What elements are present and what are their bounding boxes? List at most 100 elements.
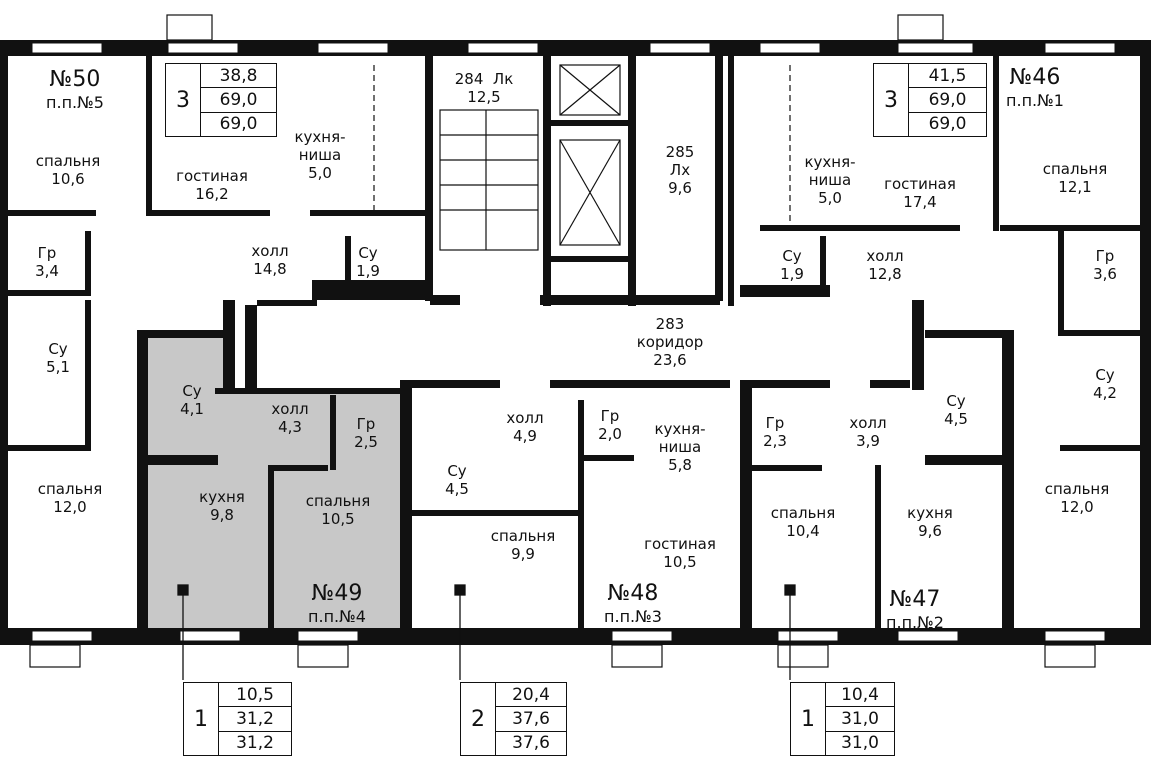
room-name: кухня- ниша bbox=[654, 420, 706, 456]
total-area-with-balcony: 31,0 bbox=[841, 733, 879, 754]
apartment-49-label: №49 п.п.№4 bbox=[308, 581, 366, 627]
total-area-with-balcony: 69,0 bbox=[219, 114, 258, 135]
apartment-number: №50 bbox=[49, 67, 101, 92]
room-area: 17,4 bbox=[903, 193, 937, 211]
room-area: 4,1 bbox=[180, 400, 204, 418]
total-area: 69,0 bbox=[909, 88, 986, 113]
leader-lines bbox=[177, 584, 796, 680]
total-area: 31,0 bbox=[826, 707, 894, 732]
total-area-with-balcony: 69,0 bbox=[928, 114, 967, 135]
room-name: Гр bbox=[600, 407, 620, 425]
room-area: 12,5 bbox=[467, 88, 501, 106]
stairs-and-elevators bbox=[373, 64, 791, 251]
room-area: 5,0 bbox=[308, 164, 332, 182]
room-area: 9,6 bbox=[918, 522, 942, 540]
room-count: 3 bbox=[874, 64, 909, 136]
room-name: холл bbox=[849, 414, 887, 432]
room-area: 2,3 bbox=[763, 432, 787, 450]
room-name: гостиная bbox=[644, 535, 716, 553]
room-name: Гр bbox=[356, 415, 376, 433]
room-area: 2,0 bbox=[598, 425, 622, 443]
total-area-with-balcony: 31,2 bbox=[236, 733, 274, 754]
room-name: кухня- ниша bbox=[294, 128, 346, 164]
room-name: 284 Лк bbox=[454, 70, 514, 88]
room-count: 1 bbox=[184, 683, 219, 755]
room-name: холл bbox=[506, 409, 544, 427]
room-area: 4,9 bbox=[513, 427, 537, 445]
apartment-pp: п.п.№3 bbox=[604, 607, 662, 626]
apartment-pp: п.п.№5 bbox=[46, 93, 104, 112]
apartment-47-label: №47 п.п.№2 bbox=[886, 587, 944, 633]
room-name: гостиная bbox=[176, 167, 248, 185]
room-name: спальня bbox=[37, 480, 103, 498]
room-area: 5,8 bbox=[668, 456, 692, 474]
apartment-pp: п.п.№1 bbox=[1006, 91, 1064, 110]
room-area: 2,5 bbox=[354, 433, 378, 451]
total-area: 69,0 bbox=[201, 88, 276, 113]
room-name: 285 Лх bbox=[665, 143, 695, 179]
room-name: спальня bbox=[490, 527, 556, 545]
living-area: 10,5 bbox=[219, 683, 291, 708]
apartment-pp: п.п.№4 bbox=[308, 607, 366, 626]
room-area: 12,0 bbox=[53, 498, 87, 516]
room-area: 10,5 bbox=[663, 553, 697, 571]
apartment-number: №46 bbox=[1009, 65, 1061, 90]
room-count: 1 bbox=[791, 683, 826, 755]
living-area: 20,4 bbox=[496, 683, 566, 708]
room-area: 10,4 bbox=[786, 522, 820, 540]
room-name: Гр bbox=[37, 244, 57, 262]
apartment-46-label: №46 п.п.№1 bbox=[1006, 65, 1064, 111]
total-area-with-balcony: 37,6 bbox=[512, 733, 550, 754]
room-area: 4,5 bbox=[944, 410, 968, 428]
room-name: Су bbox=[447, 462, 467, 480]
room-name: кухня bbox=[199, 488, 245, 506]
room-area: 1,9 bbox=[356, 262, 380, 280]
room-name: Су bbox=[946, 392, 966, 410]
room-name: спальня bbox=[305, 492, 371, 510]
vents bbox=[29, 14, 1096, 668]
room-name: 283 коридор bbox=[636, 315, 704, 351]
room-name: гостиная bbox=[884, 175, 956, 193]
total-area: 31,2 bbox=[219, 707, 291, 732]
room-name: спальня bbox=[1042, 160, 1108, 178]
room-name: кухня- ниша bbox=[804, 153, 856, 189]
room-area: 16,2 bbox=[195, 185, 229, 203]
room-name: Су bbox=[782, 247, 802, 265]
room-area: 9,6 bbox=[668, 179, 692, 197]
windows bbox=[31, 42, 1116, 642]
living-area: 38,8 bbox=[201, 64, 276, 89]
room-name: кухня bbox=[907, 504, 953, 522]
living-area: 41,5 bbox=[909, 64, 986, 89]
room-name: Су bbox=[358, 244, 378, 262]
apartment-48-label: №48 п.п.№3 bbox=[604, 581, 662, 627]
total-area: 37,6 bbox=[496, 707, 566, 732]
room-area: 4,5 bbox=[445, 480, 469, 498]
room-area: 23,6 bbox=[653, 351, 687, 369]
room-area: 5,0 bbox=[818, 189, 842, 207]
